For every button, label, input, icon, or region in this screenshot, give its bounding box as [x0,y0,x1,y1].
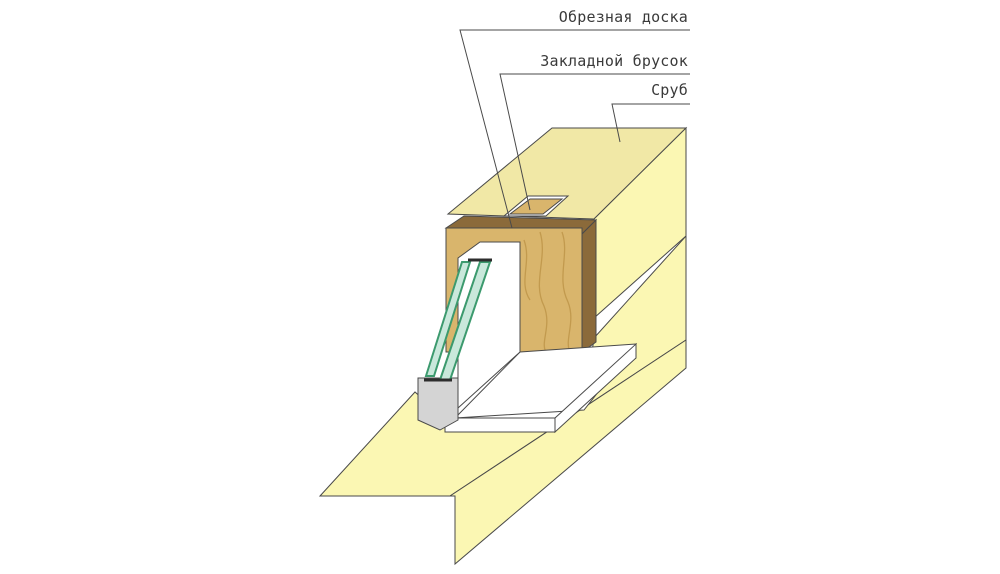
window-sill-front [444,417,556,433]
label-edged-board: Обрезная доска [558,8,688,26]
wood-grain [523,231,572,353]
edged-board-side [581,218,597,353]
embedded-bar [508,198,564,215]
log-front-face [448,339,687,566]
window-sill-side [554,342,637,434]
leader-lines [459,29,690,229]
label-log-frame: Сруб [651,81,688,99]
glass-pane-outer [424,261,472,377]
window-profile-bottom [417,377,459,431]
label-embedded-bar: Закладной брусок [540,52,688,70]
